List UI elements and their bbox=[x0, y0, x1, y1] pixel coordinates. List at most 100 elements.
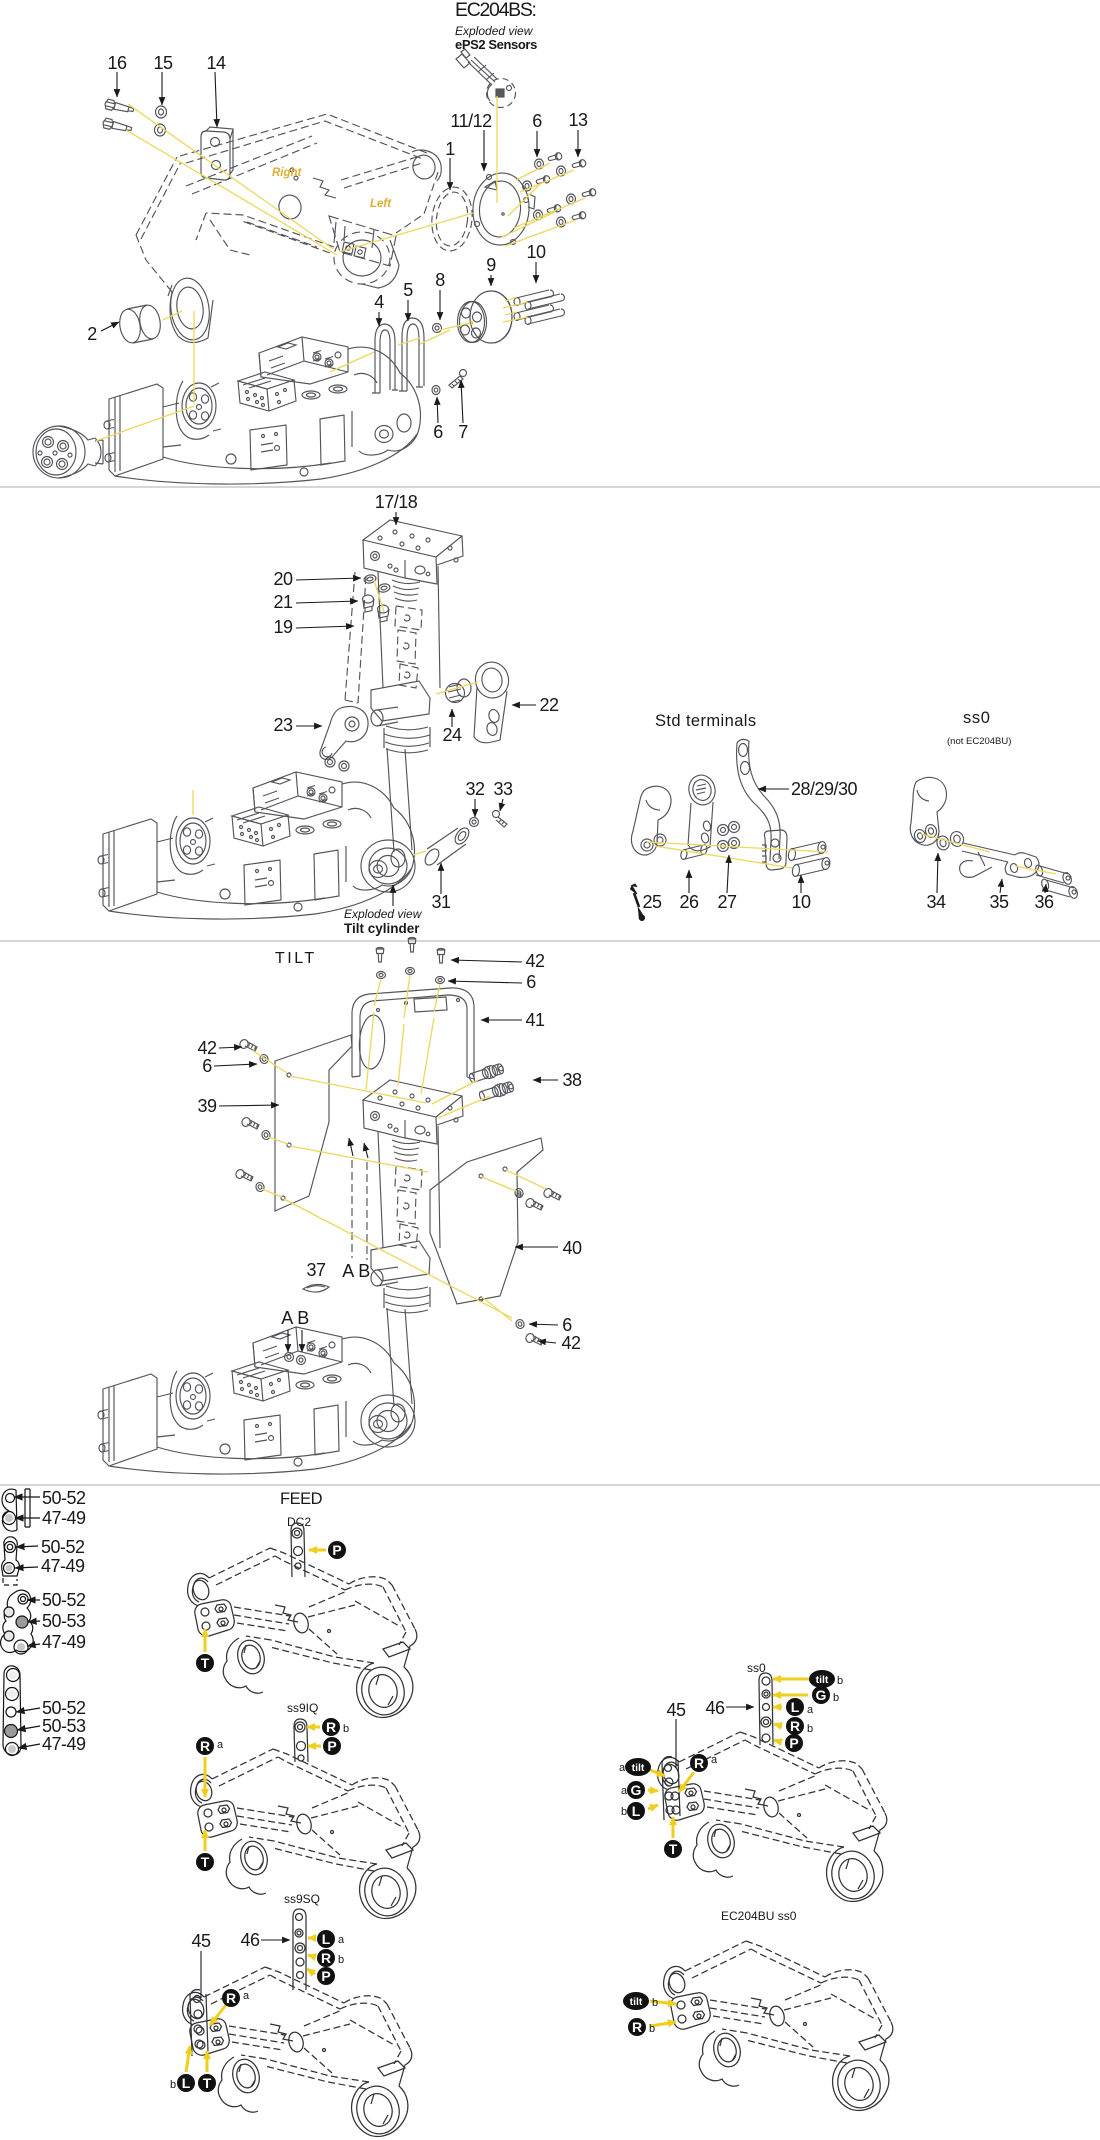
svg-text:L: L bbox=[322, 1931, 331, 1947]
svg-text:20: 20 bbox=[273, 569, 293, 589]
svg-text:a: a bbox=[621, 1785, 628, 1797]
svg-text:6: 6 bbox=[532, 111, 542, 131]
svg-text:37: 37 bbox=[306, 1260, 326, 1280]
svg-text:a: a bbox=[711, 1754, 718, 1766]
svg-text:50-53: 50-53 bbox=[42, 1716, 86, 1736]
svg-text:50-53: 50-53 bbox=[42, 1611, 86, 1631]
svg-text:23: 23 bbox=[273, 715, 293, 735]
svg-text:EC204BS:: EC204BS: bbox=[455, 0, 536, 21]
svg-text:b: b bbox=[833, 1692, 839, 1704]
svg-text:tilt: tilt bbox=[816, 1674, 829, 1686]
svg-text:28/29/30: 28/29/30 bbox=[791, 779, 858, 799]
svg-text:39: 39 bbox=[197, 1096, 217, 1116]
svg-text:ss0: ss0 bbox=[747, 1661, 766, 1675]
svg-text:6: 6 bbox=[433, 422, 443, 442]
svg-text:42: 42 bbox=[561, 1333, 581, 1353]
svg-text:35: 35 bbox=[989, 892, 1009, 912]
svg-text:Tilt cylinder: Tilt cylinder bbox=[344, 921, 420, 936]
svg-text:50-52: 50-52 bbox=[42, 1590, 86, 1610]
svg-text:22: 22 bbox=[539, 695, 559, 715]
svg-text:26: 26 bbox=[679, 892, 699, 912]
svg-text:2: 2 bbox=[87, 324, 97, 344]
svg-text:a: a bbox=[619, 1762, 626, 1774]
svg-text:A: A bbox=[342, 1261, 354, 1281]
svg-text:R: R bbox=[326, 1719, 336, 1735]
svg-text:25: 25 bbox=[642, 892, 662, 912]
svg-text:L: L bbox=[791, 1699, 800, 1715]
svg-text:a: a bbox=[338, 1934, 345, 1946]
svg-text:b: b bbox=[343, 1723, 349, 1735]
svg-text:T: T bbox=[201, 1655, 210, 1671]
svg-text:P: P bbox=[332, 1542, 341, 1558]
svg-text:R: R bbox=[200, 1738, 210, 1754]
svg-text:50-52: 50-52 bbox=[41, 1537, 85, 1557]
svg-text:9: 9 bbox=[486, 255, 496, 275]
svg-text:13: 13 bbox=[568, 110, 588, 130]
svg-text:46: 46 bbox=[240, 1930, 260, 1950]
svg-text:6: 6 bbox=[526, 972, 536, 992]
svg-text:7: 7 bbox=[458, 422, 468, 442]
svg-text:42: 42 bbox=[525, 951, 545, 971]
svg-text:47-49: 47-49 bbox=[42, 1632, 86, 1652]
svg-text:8: 8 bbox=[435, 270, 445, 290]
svg-text:33: 33 bbox=[493, 779, 513, 799]
svg-text:45: 45 bbox=[666, 1700, 686, 1720]
svg-text:a: a bbox=[243, 1990, 250, 2002]
svg-text:ePS2 Sensors: ePS2 Sensors bbox=[455, 37, 537, 52]
svg-text:b: b bbox=[652, 1997, 658, 2009]
svg-text:b: b bbox=[338, 1954, 344, 1966]
svg-text:15: 15 bbox=[153, 53, 173, 73]
svg-text:b: b bbox=[649, 2023, 655, 2035]
svg-text:B: B bbox=[358, 1261, 370, 1281]
svg-text:38: 38 bbox=[562, 1070, 582, 1090]
svg-text:b: b bbox=[837, 1675, 843, 1687]
svg-text:R: R bbox=[226, 1990, 236, 2006]
svg-text:ss9IQ: ss9IQ bbox=[287, 1701, 318, 1715]
svg-text:19: 19 bbox=[273, 617, 293, 637]
svg-text:4: 4 bbox=[374, 292, 384, 312]
svg-text:EC204BU ss0: EC204BU ss0 bbox=[721, 1909, 797, 1923]
svg-text:40: 40 bbox=[562, 1238, 582, 1258]
svg-text:41: 41 bbox=[525, 1010, 545, 1030]
svg-text:(not EC204BU): (not EC204BU) bbox=[947, 736, 1011, 747]
svg-text:b: b bbox=[170, 2079, 176, 2091]
svg-text:TILT: TILT bbox=[275, 950, 317, 967]
svg-text:16: 16 bbox=[107, 53, 127, 73]
svg-text:6: 6 bbox=[562, 1315, 572, 1335]
svg-text:b: b bbox=[807, 1723, 813, 1735]
svg-text:36: 36 bbox=[1034, 892, 1054, 912]
svg-text:a: a bbox=[807, 1704, 814, 1716]
svg-text:P: P bbox=[789, 1735, 798, 1751]
svg-text:T: T bbox=[203, 2075, 212, 2091]
svg-text:46: 46 bbox=[705, 1698, 725, 1718]
svg-text:B: B bbox=[297, 1308, 309, 1328]
svg-text:R: R bbox=[694, 1755, 704, 1771]
svg-text:b: b bbox=[621, 1806, 627, 1818]
svg-text:42: 42 bbox=[197, 1038, 217, 1058]
svg-text:34: 34 bbox=[926, 892, 946, 912]
svg-text:17/18: 17/18 bbox=[375, 492, 418, 512]
svg-text:31: 31 bbox=[431, 892, 451, 912]
svg-text:50-52: 50-52 bbox=[42, 1488, 86, 1508]
svg-text:G: G bbox=[816, 1687, 827, 1703]
svg-text:T: T bbox=[669, 1841, 678, 1857]
svg-text:R: R bbox=[790, 1718, 800, 1734]
svg-text:L: L bbox=[182, 2075, 191, 2091]
svg-text:14: 14 bbox=[206, 53, 226, 73]
svg-text:L: L bbox=[632, 1803, 641, 1819]
svg-text:1: 1 bbox=[445, 139, 455, 159]
svg-text:10: 10 bbox=[526, 242, 546, 262]
svg-text:6: 6 bbox=[202, 1056, 212, 1076]
svg-text:DC2: DC2 bbox=[287, 1515, 311, 1529]
svg-text:A: A bbox=[281, 1308, 293, 1328]
svg-text:ss0: ss0 bbox=[963, 709, 990, 727]
svg-text:Exploded view: Exploded view bbox=[455, 24, 534, 38]
svg-text:45: 45 bbox=[191, 1931, 211, 1951]
svg-text:P: P bbox=[327, 1738, 336, 1754]
svg-text:10: 10 bbox=[791, 892, 811, 912]
svg-text:T: T bbox=[201, 1854, 210, 1870]
svg-text:24: 24 bbox=[442, 725, 462, 745]
svg-text:G: G bbox=[631, 1782, 642, 1798]
svg-text:a: a bbox=[217, 1739, 224, 1751]
svg-text:5: 5 bbox=[403, 280, 413, 300]
